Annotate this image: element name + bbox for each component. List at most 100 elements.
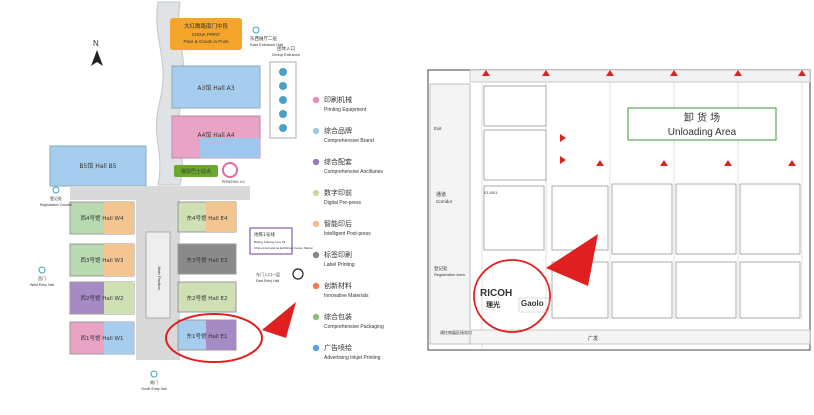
hall-w2-label: 西2号馆 Hall W2 <box>81 294 124 302</box>
corridor-en: Corridor <box>436 199 453 204</box>
ricoh-cn-text: 理光 <box>486 300 500 309</box>
legend-swatch <box>312 127 320 135</box>
bottom-tag: 广发 <box>588 335 598 342</box>
north-label: N <box>93 39 99 48</box>
highlight-ellipse-right <box>473 259 551 333</box>
legend-label-en: Advertising Inkjet Printing <box>324 355 381 361</box>
central-pavilion <box>145 231 171 319</box>
gaolo-logo-text: Gaolo <box>521 299 544 308</box>
subway-box <box>249 227 293 255</box>
hall-a3-label: A3馆 Hall A3 <box>197 84 234 92</box>
east-gate-cn: 东西展厅二层 <box>250 35 277 42</box>
legend-label-cn: 综合包装 <box>324 312 352 321</box>
shuttle-label: 接驳巴士站点 <box>181 168 211 175</box>
registration-area-cn: 登记处 <box>434 265 448 272</box>
highlight-arrow-left-icon <box>262 302 296 338</box>
central-pavilion-label: Main Pavilion <box>157 266 162 290</box>
printing-logo-text: PRINTING 4.0 <box>222 180 245 184</box>
east-halls: 东4号馆 Hall E4 东3号馆 Hall E3 东2号馆 Hall E2 东… <box>177 201 237 351</box>
hall-w1-label: 西1号馆 Hall W1 <box>81 334 124 342</box>
hall-e1-label: 东1号馆 Hall E1 <box>186 332 227 340</box>
ricoh-logo-text: RICOH <box>480 288 512 299</box>
legend-label-cn: 标签印刷 <box>324 250 352 259</box>
hall-b5 <box>49 145 147 187</box>
legend-swatch <box>312 282 320 290</box>
top-gate-en2: Pass & Goods in Point <box>183 39 229 44</box>
east-gate-en: East Entrance Hall <box>250 42 283 47</box>
right-floor-plan: 通道 Corridor Exit 登记处 Registration Area E… <box>427 69 811 351</box>
highlight-arrow-right-icon <box>546 234 598 286</box>
registration-cn: 登记处 <box>50 195 62 201</box>
legend-swatch <box>312 158 320 166</box>
west-gate-en: West Entry Hall <box>30 283 54 287</box>
hall-e4-label: 东4号馆 Hall E4 <box>186 214 228 222</box>
service-corridor <box>429 83 471 345</box>
east-entry-cn: 东门入口一层 <box>256 271 280 277</box>
legend-label-cn: 智能印后 <box>324 219 352 228</box>
hall-w4-label: 西4号馆 Hall W4 <box>81 214 124 222</box>
subway-cn: 地铁1号线 <box>254 231 275 238</box>
registration-icon <box>52 186 60 194</box>
unloading-en: Unloading Area <box>668 127 737 138</box>
north-arrow-icon: N <box>91 39 103 66</box>
west-gate-icon <box>38 266 46 274</box>
legend-label-cn: 综合品牌 <box>324 126 352 135</box>
legend-label-cn: 综合配套 <box>324 157 352 166</box>
east-entry-icon <box>292 268 304 280</box>
registration-en: Registration Counter <box>40 203 73 207</box>
printing-logo-icon <box>222 162 238 178</box>
legend-label-en: Comprehensive Ancillaries <box>324 169 383 175</box>
unloading-cn: 卸 货 场 <box>684 111 720 124</box>
booth-blocks <box>483 85 801 319</box>
corridor-cn: 通道 <box>436 191 446 198</box>
legend-label-cn: 创新材料 <box>324 281 352 290</box>
highlight-ellipse-left <box>165 313 263 363</box>
legend-swatch <box>312 220 320 228</box>
legend-swatch <box>312 96 320 104</box>
hall-b5-label: B5馆 Hall B5 <box>79 162 116 170</box>
south-gate-cn: 南门 <box>150 379 158 385</box>
subway-en2: China International Exhibition Center St… <box>254 246 313 250</box>
bottom-note: 通往南展区接驳口 <box>440 329 472 335</box>
group-entrance-cn: 团体入口 <box>277 45 295 52</box>
unloading-area <box>627 107 777 141</box>
gate-icon <box>252 26 260 34</box>
group-entrance-en: Group Entrance <box>272 52 301 57</box>
legend-label-en: Comprehensive Packaging <box>324 324 384 330</box>
bus-icon <box>279 68 287 76</box>
hall-e2 <box>177 281 237 313</box>
south-gate-icon <box>150 370 158 378</box>
legend-label-en: Digital Pre-press <box>324 200 361 206</box>
legend-swatch <box>312 189 320 197</box>
registration-area-en: Registration Area <box>434 272 465 277</box>
legend-label-cn: 广告喷绘 <box>324 343 352 352</box>
legend-label-cn: 数字印前 <box>324 188 352 197</box>
legend-label-en: Intelligent Post-press <box>324 231 371 237</box>
top-gate-en1: CHINA PRINT <box>192 32 221 37</box>
top-gate-cn: 大红鹰路南门中段 <box>184 22 229 30</box>
parking-column <box>269 61 297 139</box>
east-entry-en: East Entry Hall <box>256 279 279 283</box>
west-halls: 西4号馆 Hall W4 西3号馆 Hall W3 西2号馆 Hall W2 西… <box>69 201 135 355</box>
west-gate-cn: 西门 <box>38 275 46 281</box>
legend-label-en: Printing Equipment <box>324 107 367 113</box>
bus-icon <box>279 124 287 132</box>
legend-label-en: Label Printing <box>324 262 355 268</box>
hall-e3 <box>177 243 237 275</box>
legend-swatch <box>312 344 320 352</box>
hall-a4-label: A4馆 Hall A4 <box>197 131 234 139</box>
legend-label-en: Comprehensive Brand <box>324 138 374 144</box>
booth-code: E1-B01 <box>484 190 498 195</box>
north-corridor <box>70 186 250 200</box>
south-gate-en: South Entry Hall <box>141 387 167 391</box>
hall-e2-label: 东2号馆 Hall E2 <box>186 294 227 302</box>
shuttle-box <box>174 165 218 177</box>
legend-label-en: Innovative Materials <box>324 293 369 299</box>
bottom-aisle <box>469 329 811 345</box>
top-wall-band <box>469 69 811 83</box>
subway-en1: Beijing Subway Line 15 <box>254 240 286 244</box>
hall-a4-zone <box>200 138 260 158</box>
hall-e3-label: 东3号馆 Hall E3 <box>186 256 228 264</box>
gaolo-booth <box>518 297 550 313</box>
hall-a3 <box>171 65 261 109</box>
